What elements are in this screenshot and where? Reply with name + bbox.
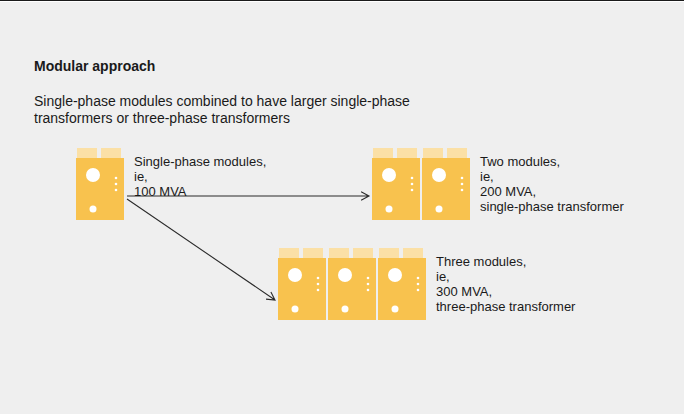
label-line: Two modules, <box>480 154 624 169</box>
label-line: three-phase transformer <box>436 299 575 314</box>
label-line: Single-phase modules, <box>134 154 266 169</box>
module-icon <box>76 148 124 220</box>
label-line: 300 MVA, <box>436 284 575 299</box>
module-group: Three modules, ie, 300 MVA, three-phase … <box>278 248 426 320</box>
transformer-module <box>328 248 376 320</box>
transformer-module <box>378 248 426 320</box>
label-line: ie, <box>436 269 575 284</box>
transformer-module <box>372 148 420 220</box>
diagram-title: Modular approach <box>34 58 155 75</box>
module-icon <box>372 148 470 220</box>
module-label: Two modules, ie, 200 MVA, single-phase t… <box>480 154 624 214</box>
transformer-module <box>76 148 124 220</box>
label-line: 100 MVA <box>134 184 266 199</box>
module-icon <box>278 248 426 320</box>
label-line: 200 MVA, <box>480 184 624 199</box>
label-line: ie, <box>134 169 266 184</box>
subtitle-text: Single-phase modules combined to have la… <box>34 93 474 127</box>
module-label: Single-phase modules, ie, 100 MVA <box>134 154 266 199</box>
module-group: Single-phase modules, ie, 100 MVA <box>76 148 124 220</box>
label-line: ie, <box>480 169 624 184</box>
label-line: single-phase transformer <box>480 199 624 214</box>
flow-arrow <box>127 199 275 300</box>
module-label: Three modules, ie, 300 MVA, three-phase … <box>436 254 575 314</box>
transformer-module <box>422 148 470 220</box>
top-rule <box>0 0 684 1</box>
label-line: Three modules, <box>436 254 575 269</box>
module-group: Two modules, ie, 200 MVA, single-phase t… <box>372 148 470 220</box>
transformer-module <box>278 248 326 320</box>
